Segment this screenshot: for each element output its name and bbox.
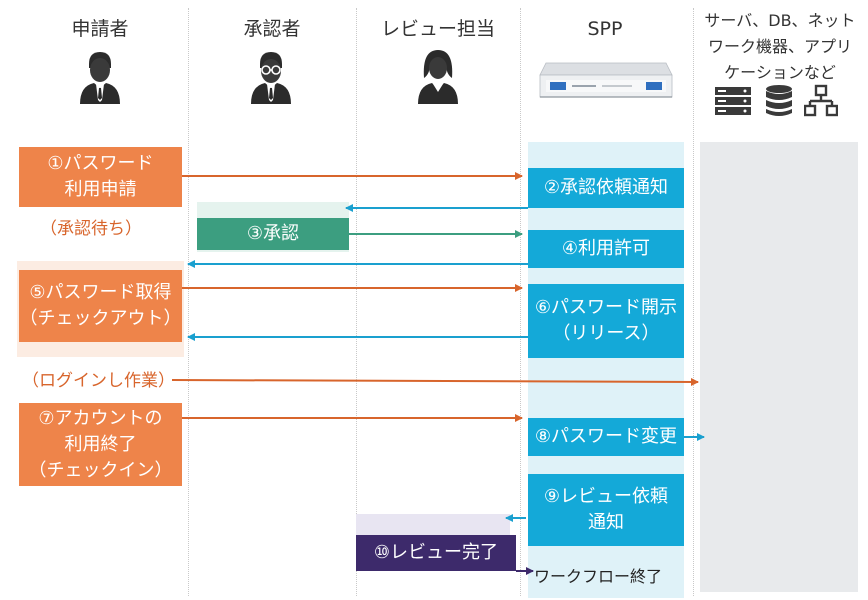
woman-icon xyxy=(418,50,458,104)
server-icon xyxy=(715,87,751,115)
step-review-request-notice: ⑨レビュー依頼 通知 xyxy=(528,474,684,546)
note-workflow-end: ワークフロー終了 xyxy=(534,567,663,586)
lane-divider-2 xyxy=(356,8,357,596)
step-password-release: ⑥パスワード開示 （リリース） xyxy=(528,284,684,358)
lane-divider-4 xyxy=(693,8,694,596)
lane-title-reviewer: レビュー担当 xyxy=(380,18,495,40)
external-panel-background xyxy=(700,142,858,592)
lane-title-spp: SPP xyxy=(587,18,623,40)
step-use-permission: ④利用許可 xyxy=(528,230,684,268)
note-login-work: （ログインし作業） xyxy=(22,371,175,391)
step-password-change: ⑧パスワード変更 xyxy=(528,418,684,456)
database-icon xyxy=(766,85,792,116)
step-approve: ③承認 xyxy=(197,218,349,250)
person-tie-icon xyxy=(80,52,120,104)
rack-appliance-icon xyxy=(539,62,673,98)
step-checkin: ⑦アカウントの 利用終了 （チェックイン） xyxy=(19,403,182,486)
step-password-request: ①パスワード 利用申請 xyxy=(19,147,182,207)
person-glasses-icon xyxy=(251,52,291,104)
step-password-checkout: ⑤パスワード取得 （チェックアウト） xyxy=(19,270,182,342)
lane-divider-1 xyxy=(188,8,189,596)
lane-divider-3 xyxy=(520,8,521,596)
arrow-login-to-external xyxy=(171,377,699,386)
note-waiting-approval: （承認待ち） xyxy=(40,219,142,239)
step-approval-request-notice: ②承認依頼通知 xyxy=(528,168,684,208)
lane-title-applicant: 申請者 xyxy=(71,18,129,40)
step-review-complete: ⑩レビュー完了 xyxy=(356,535,516,571)
lane-title-approver: 承認者 xyxy=(243,18,301,40)
network-icon xyxy=(804,84,838,117)
lane-title-external: サーバ、DB、ネット ワーク機器、アプリ ケーションなど xyxy=(704,11,856,82)
